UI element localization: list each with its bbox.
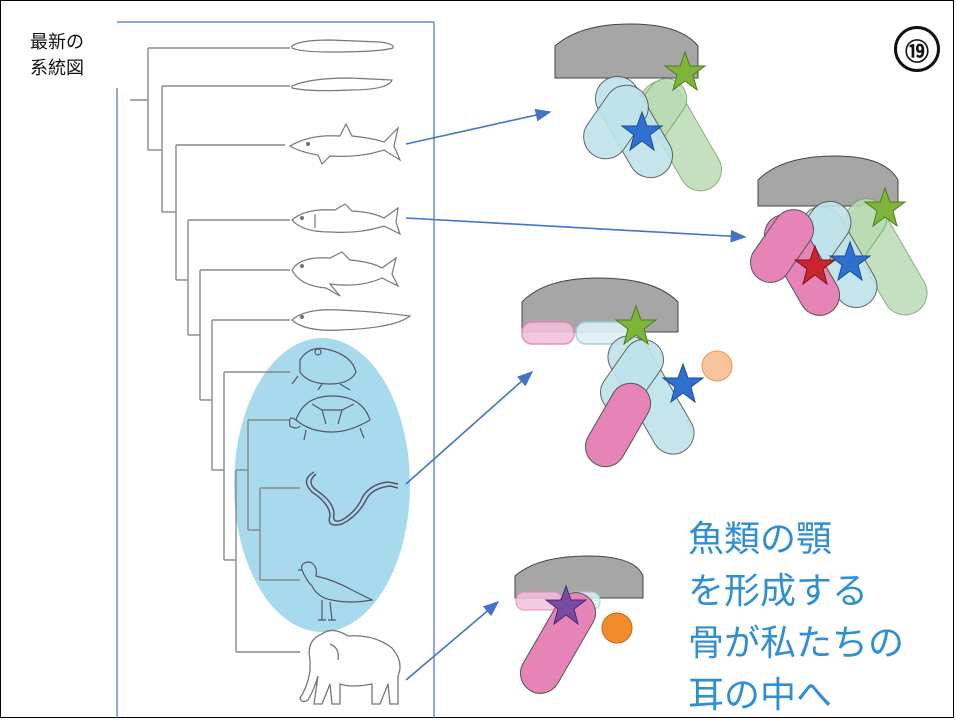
turtle-icon [289, 395, 371, 441]
phylogenetic-tree [130, 47, 300, 653]
arrow-mammal [405, 600, 500, 681]
blue-star-icon [661, 362, 705, 404]
fish-jaw-diagram [750, 155, 928, 316]
green-star-icon [614, 304, 658, 346]
caption-line-2: を形成する [688, 571, 869, 612]
orange-ball-icon [601, 612, 633, 644]
caption-line-4: 耳の中へ [688, 675, 833, 716]
caption-text: 魚類の顎 を形成する 骨が私たちの 耳の中へ [688, 514, 950, 722]
caption-line-1: 魚類の顎 [688, 519, 833, 560]
purple-star-icon [544, 584, 588, 626]
arrow-fish [405, 217, 747, 243]
arrow-tetrapod [405, 370, 534, 485]
tetrapod-ear-diagram [521, 277, 733, 468]
arrows [405, 108, 747, 681]
blue-star-icon [828, 240, 872, 282]
shark-icon [288, 122, 402, 166]
snake-icon [305, 471, 399, 526]
tree-title: 最新の 系統図 [30, 30, 120, 82]
ray-finned-fish-icon [291, 203, 402, 236]
green-star-icon [863, 186, 907, 228]
arrow-shark [405, 108, 552, 145]
lamprey-icon [291, 39, 394, 53]
slide-number: ⑲ [905, 37, 929, 66]
slide-number-badge: ⑲ [894, 26, 940, 72]
caption-line-3: 骨が私たちの [688, 623, 905, 664]
lungfish-icon [291, 309, 412, 331]
frog-icon [291, 347, 357, 391]
blue-star-icon [620, 110, 664, 152]
green-star-icon [663, 50, 707, 92]
red-star-icon [793, 244, 837, 286]
mammal-ear-diagram [514, 555, 644, 694]
hagfish-icon [291, 77, 393, 92]
peach-ball-icon [701, 350, 733, 382]
elephant-icon [299, 629, 401, 705]
coelacanth-icon [291, 251, 400, 297]
tree-title-line2: 系統図 [30, 58, 84, 79]
tetrapod-highlight [234, 338, 410, 632]
tree-title-line1: 最新の [30, 32, 84, 53]
shark-jaw-diagram [554, 23, 722, 192]
bird-icon [298, 561, 374, 621]
